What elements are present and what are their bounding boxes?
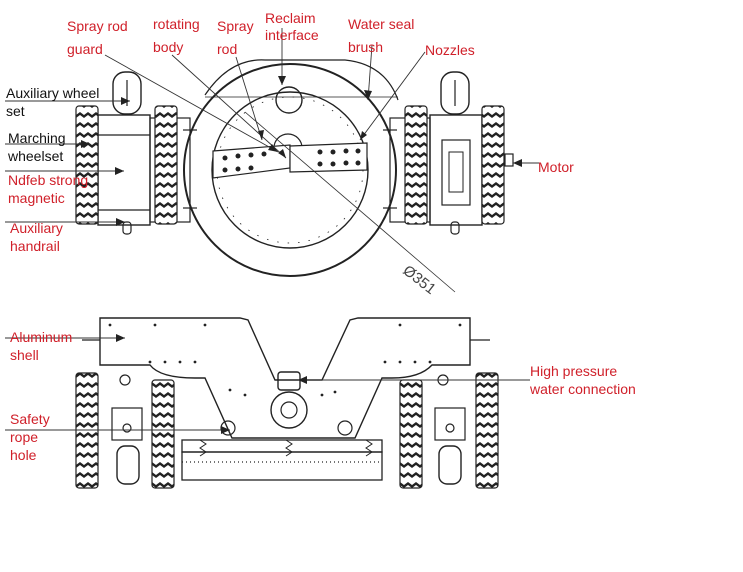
arrow-heads xyxy=(81,76,522,434)
motor xyxy=(441,139,471,206)
top-wheel-3 xyxy=(404,105,428,225)
label-water-seal-brush: Water seal brush xyxy=(348,16,415,55)
front-wheels xyxy=(75,372,499,489)
inner-ring xyxy=(211,91,369,249)
label-auxiliary-wheel-set: Auxiliary wheel set xyxy=(6,85,100,119)
safety-rope-hole xyxy=(122,423,132,433)
spray-rod-left xyxy=(212,144,291,179)
label-spray-rod: Spray rod xyxy=(217,18,254,57)
label-motor: Motor xyxy=(538,159,574,175)
top-wheel-1 xyxy=(75,105,99,225)
label-reclaim-interface: Reclaim interface xyxy=(265,10,319,43)
left-aux-wheel xyxy=(112,71,142,115)
leader-lines xyxy=(5,28,540,431)
label-ndfeb-magnetic: Ndfeb strong magnetic xyxy=(8,172,89,206)
outer-ring xyxy=(183,63,397,277)
water-connection xyxy=(277,371,301,391)
front-wheel-2 xyxy=(151,379,175,489)
right-motor-block xyxy=(429,114,483,226)
label-nozzles: Nozzles xyxy=(425,42,475,58)
front-wheel-3 xyxy=(399,379,423,489)
front-wheel-4 xyxy=(475,372,499,489)
top-wheel-2 xyxy=(154,105,178,225)
aluminum-shell-outline xyxy=(99,317,471,439)
label-aluminum-shell: Aluminum shell xyxy=(10,329,73,363)
front-view xyxy=(82,317,490,485)
top-wheel-4 xyxy=(481,105,505,225)
label-marching-wheelset: Marching wheelset xyxy=(8,130,66,164)
label-rotating-body: rotating body xyxy=(153,16,200,55)
left-handrail xyxy=(122,221,132,235)
right-bracket xyxy=(434,407,466,441)
dimension-line xyxy=(244,111,456,293)
rear-housing xyxy=(204,59,399,101)
left-bracket xyxy=(111,407,143,441)
label-high-pressure: High pressure water connection xyxy=(530,363,636,397)
front-left-aux-wheel xyxy=(116,445,140,485)
label-auxiliary-handrail: Auxiliary handrail xyxy=(10,220,63,254)
front-right-aux-wheel xyxy=(438,445,462,485)
label-spray-rod-guard: Spray rod guard xyxy=(67,18,128,57)
spring-mounts xyxy=(199,439,373,457)
rotary-joint xyxy=(270,391,308,429)
spray-rod-right xyxy=(289,142,368,173)
left-magnet-block xyxy=(97,114,151,226)
reclaim-interface xyxy=(275,86,303,114)
brush-bristles xyxy=(181,451,383,481)
right-aux-wheel xyxy=(440,71,470,115)
brush-plate xyxy=(181,439,383,453)
top-wheels xyxy=(75,105,505,225)
front-wheel-1 xyxy=(75,372,99,489)
label-safety-rope-hole: Safety rope hole xyxy=(10,411,50,463)
